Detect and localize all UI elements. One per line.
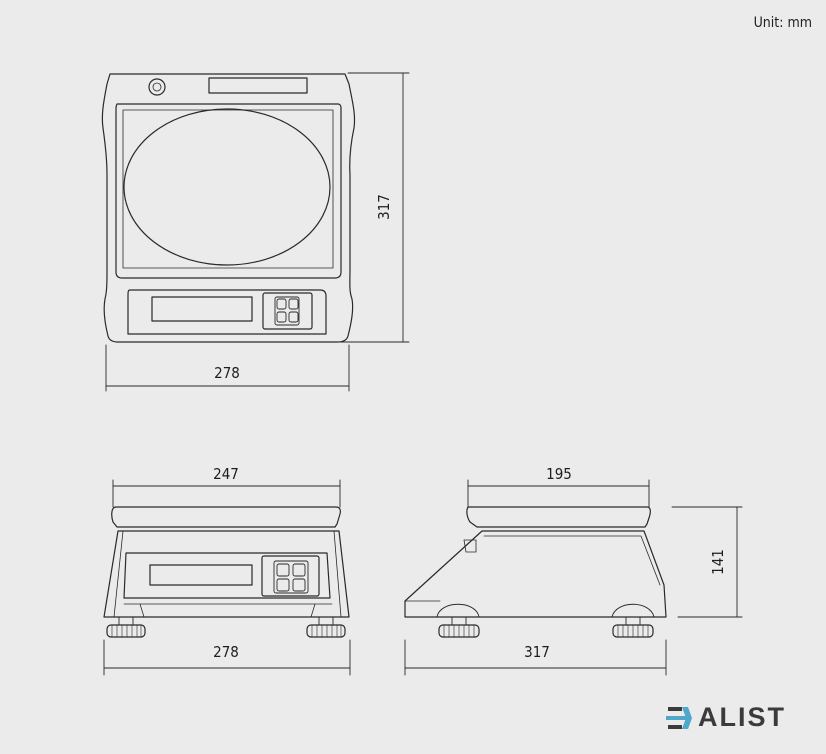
top-view <box>101 73 356 343</box>
front-view <box>103 506 350 638</box>
unit-label: Unit: mm <box>753 15 812 31</box>
side-view-body <box>404 530 667 618</box>
level-bubble-icon <box>148 78 166 96</box>
front-view-platter <box>111 506 341 528</box>
front-view-body <box>103 530 350 618</box>
top-view-keypad <box>262 292 313 330</box>
top-view-display <box>151 296 253 322</box>
side-base-depth-dimension <box>404 639 667 676</box>
brand-logo: ALIST <box>666 702 786 733</box>
top-view-depth-dimension <box>339 72 410 343</box>
top-view-label-plate <box>208 77 308 94</box>
side-view-right-foot <box>612 616 654 638</box>
side-height-dimension <box>671 506 743 618</box>
front-view-panel <box>123 552 331 599</box>
side-base-depth-label: 317 <box>524 643 550 661</box>
top-view-tray <box>115 103 342 279</box>
side-view <box>404 506 667 638</box>
top-view-width-dimension <box>105 344 350 392</box>
side-platter-width-label: 195 <box>546 465 572 483</box>
front-view-left-foot <box>106 616 146 638</box>
top-view-width-label: 278 <box>214 364 240 382</box>
top-view-platter-oval <box>123 108 331 266</box>
side-view-left-foot <box>438 616 480 638</box>
kalist-k-icon <box>666 706 692 729</box>
front-base-width-dimension <box>103 639 351 676</box>
top-view-panel <box>127 289 327 335</box>
top-view-inner-tray <box>122 109 334 269</box>
front-platter-width-dimension <box>112 479 341 508</box>
top-view-depth-label: 317 <box>375 194 393 220</box>
front-view-display <box>149 564 253 586</box>
side-height-label: 141 <box>709 549 727 575</box>
brand-name: ALIST <box>698 702 786 732</box>
side-view-platter <box>466 506 651 528</box>
front-view-right-foot <box>306 616 346 638</box>
front-platter-width-label: 247 <box>213 465 239 483</box>
side-platter-width-dimension <box>467 479 650 508</box>
top-view-outline <box>101 73 356 343</box>
front-base-width-label: 278 <box>213 643 239 661</box>
front-view-keypad <box>261 555 320 597</box>
